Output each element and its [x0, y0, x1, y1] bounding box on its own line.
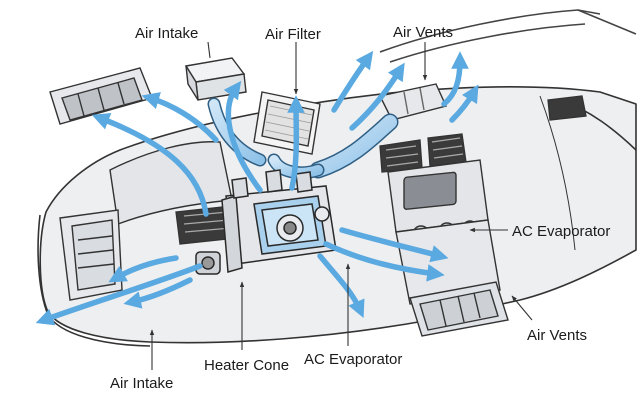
detached-vent-top-left — [49, 67, 153, 125]
label-air-filter: Air Filter — [265, 26, 321, 43]
hvac-module — [195, 169, 337, 275]
air-intake-box — [184, 57, 247, 101]
dash-vent-right — [547, 95, 587, 121]
label-ac-evaporator-right: AC Evaporator — [512, 223, 611, 240]
leader-lines — [149, 41, 533, 370]
windshield — [379, 9, 637, 63]
air-ducts — [207, 97, 399, 180]
dash-vent-center — [379, 133, 467, 173]
label-ac-evaporator-bottom: AC Evaporator — [304, 351, 403, 368]
label-air-intake-top: Air Intake — [135, 25, 199, 42]
lower-vent-box — [409, 281, 509, 337]
air-filter-box — [253, 91, 321, 155]
top-right-duct — [378, 83, 447, 121]
airflow-arrows — [35, 50, 479, 326]
label-air-intake-bottom: Air Intake — [110, 375, 174, 392]
label-heater-core: Heater Cone — [204, 357, 290, 374]
left-side-panel — [59, 209, 123, 301]
label-air-vents-top: Air Vents — [393, 24, 454, 41]
label-air-vents-bottom: Air Vents — [527, 327, 588, 344]
